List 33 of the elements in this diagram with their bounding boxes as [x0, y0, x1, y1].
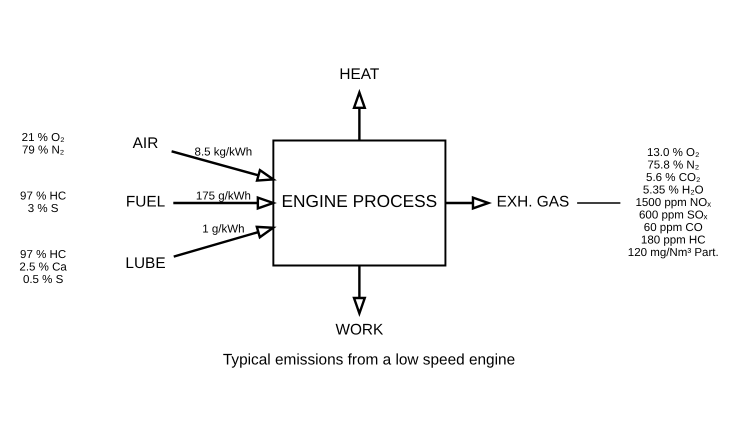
node-label: 75.8 % N₂ [647, 158, 700, 171]
node-label: 97 % HC [20, 190, 66, 202]
edge-label: 175 g/kWh [196, 190, 251, 202]
node-text: WORK [335, 321, 384, 338]
edge-label: 8.5 kg/kWh [194, 146, 252, 158]
node-box: ENGINE PROCESS [272, 139, 446, 266]
node-label: 0.5 % S [22, 273, 64, 286]
node-label: 5.35 % H₂O [642, 184, 704, 196]
node-label: 120 mg/Nm³ Part. [628, 246, 719, 258]
node-text: FUEL [126, 193, 166, 210]
arrow [171, 150, 277, 182]
caption: Typical emissions from a low speed engine [222, 350, 516, 368]
arrow [173, 195, 277, 210]
node-label: 600 ppm SOₓ [639, 208, 708, 221]
edge-label: 1 g/kWh [202, 222, 244, 235]
node-label: 21 % O₂ [22, 132, 65, 144]
node-label: 180 ppm HC [640, 234, 706, 246]
node-label: 3 % S [28, 202, 58, 215]
arrow [352, 265, 366, 317]
node-label: 79 % N₂ [22, 144, 64, 156]
node-text: LUBE [125, 254, 166, 272]
arrow [352, 88, 366, 140]
node-label: 1500 ppm NOₓ [636, 196, 711, 208]
node-label: 13.0 % O₂ [647, 146, 700, 158]
node-label: 97 % HC [20, 248, 66, 260]
arrow [173, 225, 277, 258]
arrow [446, 195, 492, 210]
node-label: 60 ppm CO [644, 221, 703, 234]
node-label: 2.5 % Ca [19, 260, 67, 273]
node-text: HEAT [339, 65, 380, 82]
node-label: 5.6 % CO₂ [646, 171, 700, 184]
node-text: AIR [132, 134, 158, 152]
node-text: EXH. GAS [496, 193, 570, 210]
